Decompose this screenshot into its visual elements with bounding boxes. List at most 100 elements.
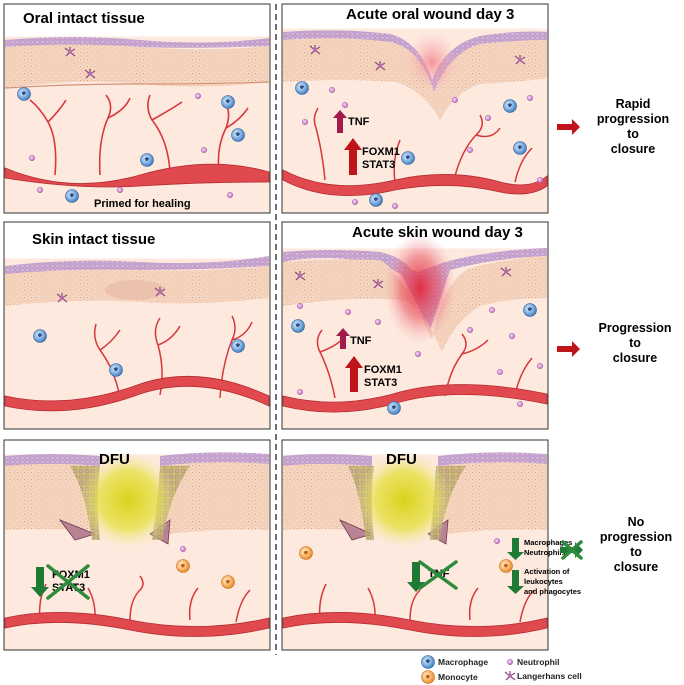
blocked-cross-icon	[561, 540, 583, 560]
monocyte-icon	[499, 559, 513, 573]
neutrophil-icon	[194, 92, 202, 100]
foxm1-label: FOXM1	[362, 146, 400, 158]
note-line: Activation of	[524, 567, 570, 576]
blood-vessel-main	[4, 375, 270, 412]
neutrophil-icon	[467, 327, 473, 333]
macrophage-icon	[33, 329, 47, 343]
legend-langerhans: Langerhans cell	[517, 671, 582, 681]
epidermis	[5, 44, 269, 88]
outcome-line: closure	[613, 351, 658, 365]
note-line: Neutrophils	[524, 548, 566, 557]
stat3-label: STAT3	[364, 377, 397, 389]
inhibition-cross-icon	[46, 564, 90, 600]
neutrophil-icon	[226, 191, 234, 199]
macrophage-icon	[231, 339, 245, 353]
neutrophil-icon	[297, 303, 303, 309]
legend-macrophage: Macrophage	[438, 657, 488, 667]
monocyte-icon	[176, 559, 190, 573]
panel-title: Skin intact tissue	[32, 231, 155, 248]
neutrophil-icon	[517, 401, 523, 407]
stratum-corneum	[160, 452, 269, 466]
panel-title: Acute skin wound day 3	[352, 224, 523, 241]
neutrophil-icon	[302, 118, 308, 126]
stratum-corneum	[5, 454, 100, 466]
macrophage-icon	[503, 99, 517, 113]
stratum-corneum	[283, 454, 372, 466]
neutrophil-icon	[415, 351, 421, 357]
tnf-up-arrow	[333, 110, 347, 133]
macrophage-icon	[369, 193, 383, 207]
blood-vessels	[38, 575, 251, 623]
outcome-dfu: No progression to closure	[560, 515, 672, 574]
neutrophil-icon	[489, 307, 495, 313]
monocyte-icon	[299, 546, 313, 560]
progress-arrow	[557, 341, 580, 357]
neutrophil-icon	[392, 202, 398, 210]
epidermis	[283, 464, 372, 530]
neutrophil-icon	[116, 186, 124, 194]
neutrophil-icon	[352, 198, 358, 206]
panel-skin-intact: Skin intact tissue	[3, 221, 271, 430]
foxm1-up-arrow	[344, 138, 362, 175]
macrophage-icon	[401, 151, 415, 165]
macrophage-icon	[109, 363, 123, 377]
wound-site	[384, 232, 456, 344]
foxm1-label: FOXM1	[364, 364, 402, 376]
legend: Macrophage Neutrophil Monocyte Langerhan…	[421, 655, 582, 684]
legend-neutrophil: Neutrophil	[517, 657, 560, 667]
neutrophil-icon	[179, 546, 187, 552]
neutrophil-icon	[494, 538, 500, 544]
neutrophil-icon	[329, 86, 335, 94]
blood-vessel-main	[282, 384, 548, 413]
stratum-corneum	[438, 452, 547, 466]
neutrophil-icon	[297, 389, 303, 395]
macrophage-icon	[65, 189, 79, 203]
outcome-line: to	[627, 127, 639, 141]
neutrophil-icon	[467, 146, 473, 154]
outcome-skin: Progression to closure	[557, 321, 671, 365]
neutrophil-icon	[527, 94, 533, 102]
neutrophil-icon	[497, 369, 503, 375]
panel-title: Acute oral wound day 3	[346, 6, 514, 23]
outcome-line: to	[629, 336, 641, 350]
blood-vessels	[93, 315, 253, 399]
macrophage-icon	[523, 303, 537, 317]
progress-arrow	[557, 119, 580, 135]
macrophage-icon	[387, 401, 401, 415]
foxm1-down-arrow	[31, 567, 49, 597]
outcome-line: closure	[614, 560, 659, 574]
monocyte-icon	[421, 670, 435, 684]
neutrophil-icon	[509, 333, 515, 339]
panel-oral-wound: TNF FOXM1 STAT3 Acute oral wound day 3	[281, 3, 549, 214]
tnf-up-arrow	[336, 328, 350, 349]
stat3-label: STAT3	[362, 159, 395, 171]
macrophage-icon	[421, 655, 435, 669]
wound-site	[406, 32, 458, 92]
panel-oral-intact: Oral intact tissue Primed for healing	[3, 3, 271, 214]
outcome-line: progression	[600, 530, 672, 544]
inhibition-cross-icon	[418, 560, 458, 590]
blood-vessels	[313, 107, 533, 183]
macrophage-icon	[17, 87, 31, 101]
neutrophil-icon	[200, 146, 208, 154]
macrophage-icon	[140, 153, 154, 167]
stratum-corneum	[5, 256, 269, 274]
outcome-oral: Rapid progression to closure	[557, 97, 669, 156]
blood-vessel-main	[4, 612, 270, 637]
neutrophil-icon	[537, 363, 543, 369]
epidermis	[160, 462, 269, 534]
neutrophil-icon	[507, 659, 513, 665]
blood-vessel-main	[282, 612, 548, 637]
macrophage-icon	[513, 141, 527, 155]
langerhans-cell-icon	[504, 670, 516, 681]
outcome-line: to	[630, 545, 642, 559]
panel-caption: Primed for healing	[94, 198, 191, 210]
panel-title: DFU	[99, 451, 130, 468]
blood-vessel-main	[4, 163, 270, 188]
macrophage-icon	[221, 95, 235, 109]
neutrophil-icon	[29, 154, 35, 162]
outcome-line: Rapid	[616, 97, 651, 111]
activation-down-arrow	[507, 570, 524, 594]
ulcer-site	[356, 452, 452, 548]
